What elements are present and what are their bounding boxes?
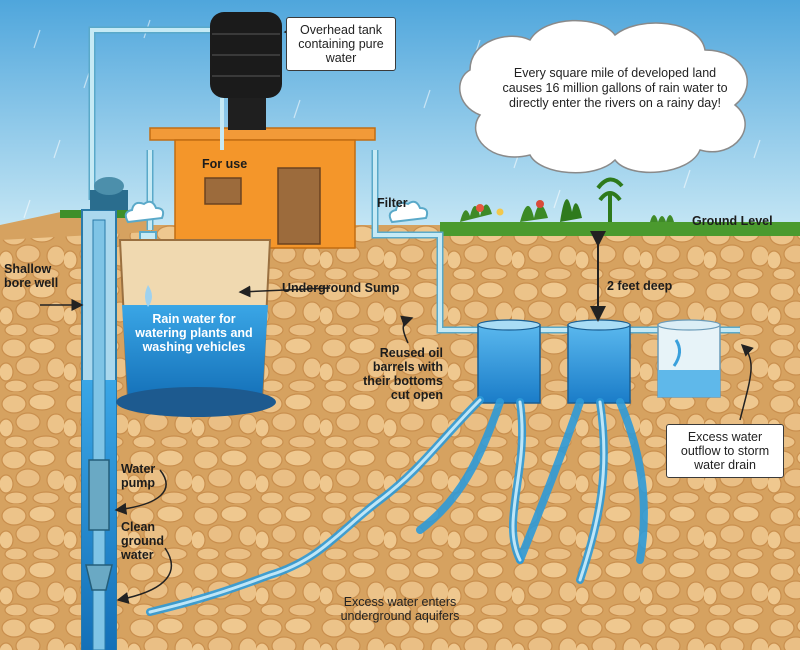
pump-head (90, 190, 128, 210)
ground-level-label: Ground Level (692, 214, 773, 228)
tank-stand (228, 95, 266, 130)
bore-pipe (92, 219, 106, 650)
cloud-note: Every square mile of developed land caus… (502, 66, 728, 110)
sump-base (116, 387, 276, 417)
submersible-pump (88, 459, 110, 531)
barrel-2 (567, 319, 631, 404)
filter-label: Filter (377, 196, 408, 210)
water-pump-label: Water pump (121, 462, 156, 490)
overhead-tank-label: Overhead tank containing pure water (286, 17, 396, 71)
for-use-label: For use (202, 157, 248, 171)
filter-icon-right (388, 200, 429, 224)
water-flows-highlight (148, 398, 606, 614)
pump-intake (85, 564, 113, 591)
house-window (204, 177, 242, 205)
tank-ribs (212, 33, 280, 77)
sump-inflow-splash (145, 285, 152, 307)
barrel-1 (477, 319, 541, 404)
cloud-bubble (459, 19, 748, 174)
two-feet-deep-label: 2 feet deep (607, 279, 673, 293)
sump-water (122, 305, 268, 400)
shallow-bore-well-label: Shallow bore well (4, 262, 59, 290)
filter-icon-left (124, 200, 165, 224)
barrel-3 (657, 319, 721, 398)
pump-cap (94, 177, 124, 195)
underground-sump-label: Underground Sump (282, 281, 400, 295)
grass-strip (440, 222, 800, 236)
plants (460, 177, 674, 222)
clean-ground-water-label: Clean ground water (121, 520, 165, 562)
reused-barrels-label: Reused oil barrels with their bottoms cu… (363, 346, 443, 402)
excess-aquifers-label: Excess water enters underground aquifers (340, 595, 460, 623)
rain-water-label: Rain water for watering plants and washi… (135, 312, 253, 354)
excess-outflow-label: Excess water outflow to storm water drai… (666, 424, 784, 478)
house-door (277, 167, 321, 245)
